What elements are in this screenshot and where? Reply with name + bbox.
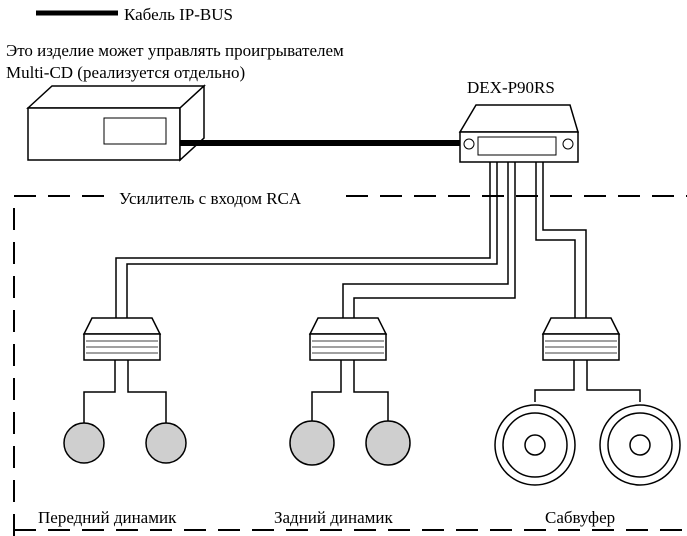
rear-speaker-right xyxy=(365,420,411,466)
head-unit-label: DEX-P90RS xyxy=(467,78,555,97)
speaker-wires xyxy=(83,360,641,424)
front-speaker-label: Передний динамик xyxy=(38,508,177,527)
rca-cables xyxy=(115,162,587,318)
multi-cd-player xyxy=(26,84,206,162)
rear-speaker-left xyxy=(289,420,335,466)
front-speaker-left xyxy=(63,422,105,464)
amp-block-front xyxy=(82,317,162,361)
subwoofer-left xyxy=(494,404,576,486)
subwoofer-right xyxy=(599,404,681,486)
subwoofer-label: Сабвуфер xyxy=(545,508,616,527)
rear-speaker-label: Задний динамик xyxy=(274,508,393,527)
amp-block-subwoofer xyxy=(541,317,621,361)
amplifier-boundary xyxy=(13,195,687,536)
note-line-2: Multi-CD (реализуется отдельно) xyxy=(6,63,246,82)
head-unit xyxy=(458,104,580,163)
amplifier-label: Усилитель с входом RCA xyxy=(116,189,305,209)
amp-block-rear xyxy=(308,317,388,361)
note-line-1: Это изделие может управлять проигрывател… xyxy=(6,41,344,60)
front-speaker-right xyxy=(145,422,187,464)
legend-label: Кабель IP-BUS xyxy=(124,5,233,24)
